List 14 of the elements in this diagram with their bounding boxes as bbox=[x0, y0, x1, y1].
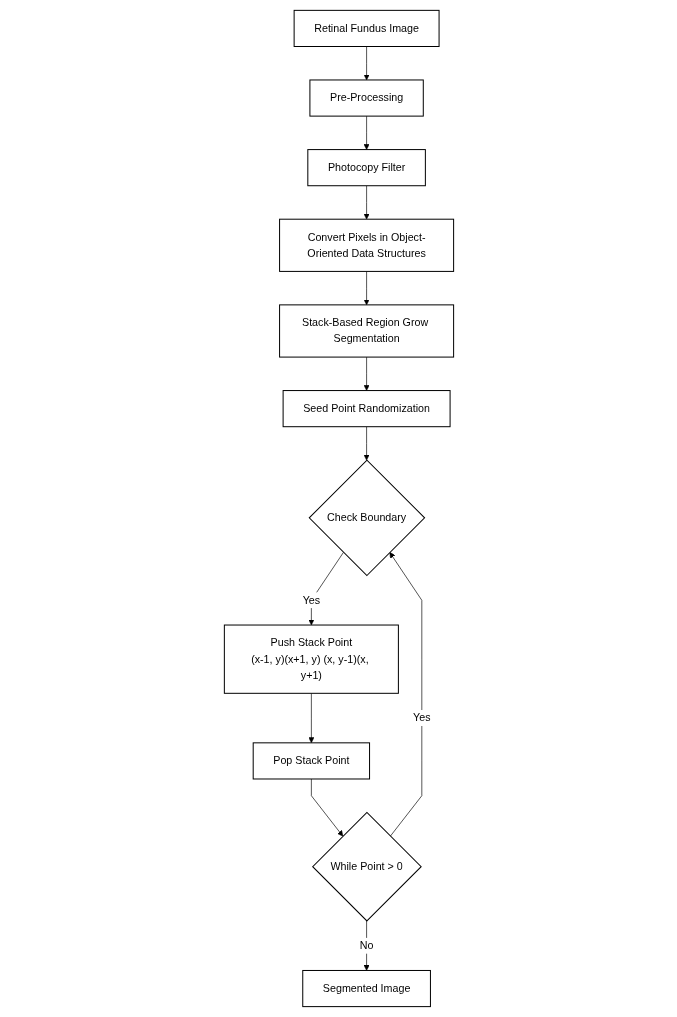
node-box: Pop Stack Point bbox=[252, 742, 370, 780]
node-box: Pre-Processing bbox=[308, 79, 424, 117]
edge-label: Yes bbox=[302, 594, 320, 606]
node-box: Photocopy Filter bbox=[306, 149, 426, 187]
node-box: Convert Pixels in Object-Oriented Data Structures bbox=[278, 218, 454, 272]
node-box: Push Stack Point (x-1, y)(x+1, y) (x, y-1)(x, y+1) bbox=[223, 624, 399, 694]
node-box: Retinal Fundus Image bbox=[293, 9, 440, 47]
node-diamond: While Point > 0 bbox=[311, 811, 422, 922]
node-diamond: Check Boundary bbox=[308, 459, 425, 576]
edge-label: Yes bbox=[412, 712, 431, 724]
node-box: Segmented Image bbox=[301, 970, 431, 1008]
node-box: Stack-Based Region Grow Segmentation bbox=[278, 304, 454, 358]
edge-label: No bbox=[359, 939, 373, 952]
node-box: Seed Point Randomization bbox=[282, 390, 451, 428]
